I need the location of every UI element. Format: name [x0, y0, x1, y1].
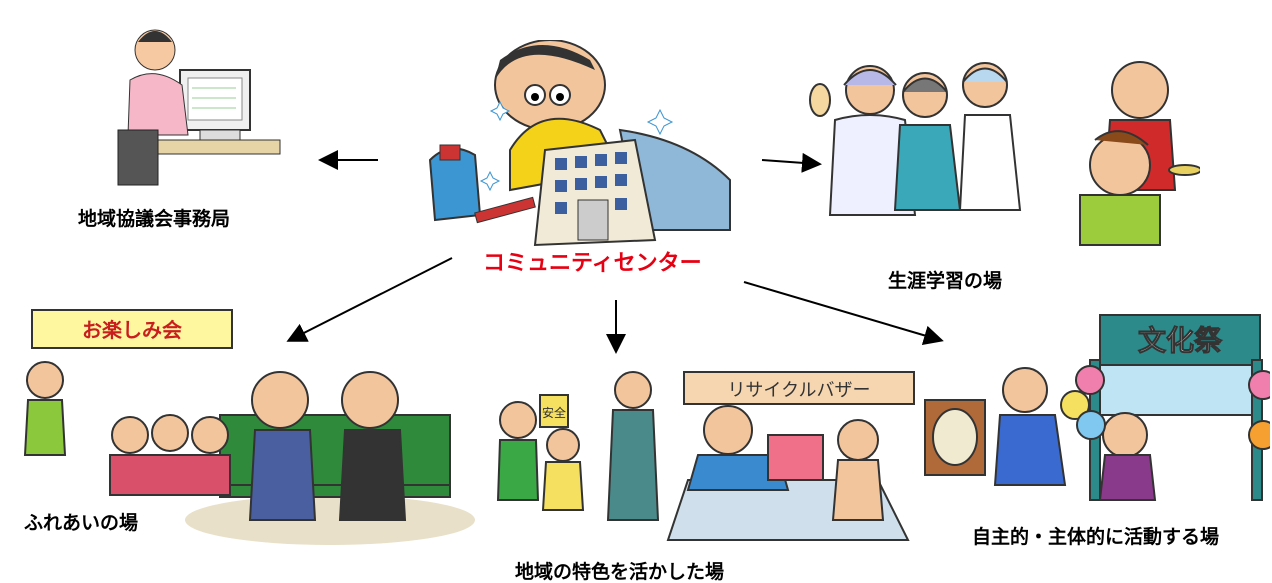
fureai-illustration: お楽しみ会	[23, 309, 475, 545]
arrow-to-autonomous	[743, 281, 944, 346]
party-sign	[31, 309, 233, 349]
fureai-label: ふれあいの場	[24, 512, 139, 534]
lifelong-learning-illustration	[809, 61, 1200, 246]
festival-sign-text: 文化祭	[1138, 324, 1223, 357]
local-features-illustration: リサイクルバザー 安全	[496, 371, 915, 541]
bazaar-sign-text: リサイクルバザー	[727, 380, 870, 401]
safety-flag-text: 安全	[542, 405, 566, 420]
lifelong-label: 生涯学習の場	[888, 270, 1003, 292]
festival-illustration: 文化祭	[924, 314, 1270, 501]
party-sign-text: お楽しみ会	[82, 318, 182, 342]
community-center-illustration	[428, 40, 731, 247]
local-features-label: 地域の特色を活かした場	[515, 561, 725, 583]
office-illustration	[117, 29, 281, 186]
arrow-to-lifelong	[761, 152, 822, 173]
arrow-to-fureai	[286, 257, 453, 342]
office-label: 地域協議会事務局	[78, 208, 231, 230]
center-label: コミュニティセンター	[483, 251, 702, 276]
autonomous-label: 自主的・主体的に活動する場	[972, 526, 1220, 548]
